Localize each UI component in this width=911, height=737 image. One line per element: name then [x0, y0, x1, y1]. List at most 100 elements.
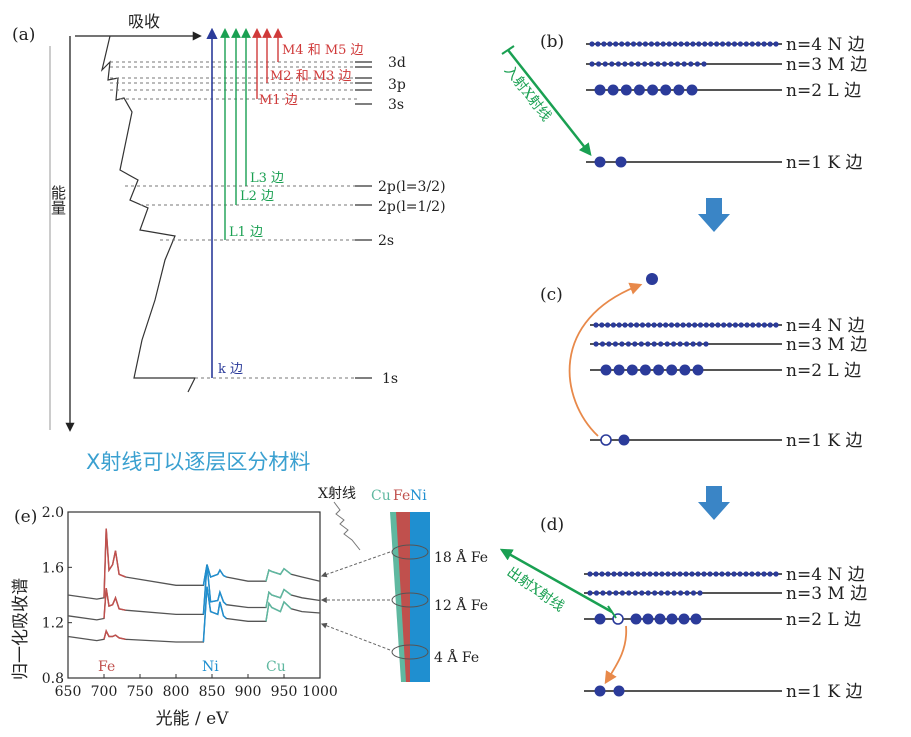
absorption-sawtooth: [100, 35, 196, 393]
edge-labels: M4 和 M5 边 M2 和 M3 边 M1 边 L3 边 L2 边 L1 边 …: [218, 43, 364, 377]
panel-d: (d) n=4 N 边 n=3 M 边 n=2 L 边 n=1 K 边 出射X射…: [499, 515, 867, 702]
electron-n4: [750, 322, 756, 328]
electron-n3: [593, 590, 600, 596]
xray-label: X射线: [318, 486, 356, 502]
electron-n4: [690, 41, 696, 47]
electron-n4: [616, 322, 622, 328]
electron-n4: [665, 571, 671, 577]
electron-n3: [665, 590, 671, 596]
electron-n4: [743, 41, 749, 47]
electron-n4: [756, 322, 762, 328]
level-1s: 1s: [382, 371, 398, 387]
electron-n3: [681, 61, 687, 67]
electron-n4: [617, 571, 623, 577]
fe-region-label: Fe: [98, 659, 115, 675]
panel-c-letter: (c): [540, 285, 563, 305]
shell-electrons-b: [589, 41, 779, 168]
shell-label-c-n3: n=3 M 边: [786, 335, 867, 355]
electron-n2: [620, 84, 632, 96]
electron-n4: [696, 41, 702, 47]
electron-n4: [628, 322, 634, 328]
electron-n4: [731, 41, 738, 47]
electron-n4: [610, 322, 617, 328]
panel-b: (b) n=4 N 边 n=3 M 边 n=2 L 边 n=1 K 边 入射X射…: [501, 32, 867, 232]
electron-n1: [594, 685, 606, 697]
electron-n4: [645, 322, 651, 328]
layer-label-cu: Cu: [371, 488, 391, 504]
electron-n3: [697, 590, 703, 596]
electron-n4: [684, 41, 690, 47]
electron-n4: [749, 571, 755, 577]
electron-n3: [648, 61, 654, 67]
electron-n4: [613, 41, 619, 47]
spectrum-chart: [67, 528, 321, 643]
electron-n4: [647, 571, 653, 577]
electron-n4: [761, 322, 768, 328]
shell-label-b-n3: n=3 M 边: [786, 55, 867, 75]
electron-n4: [635, 571, 641, 577]
electron-n4: [636, 41, 643, 47]
fe-edge-segment: [103, 587, 126, 619]
electron-n4: [680, 322, 686, 328]
electron-n4: [653, 571, 659, 577]
electron-n4: [773, 41, 779, 47]
electron-n4: [697, 322, 704, 328]
electron-n3: [694, 61, 701, 67]
electron-n2: [647, 84, 659, 96]
electron-n4: [660, 41, 666, 47]
level-3d: 3d: [388, 55, 406, 71]
cu-layer: [390, 512, 406, 682]
electron-n3: [684, 590, 690, 596]
x-tick-label: 950: [271, 684, 298, 700]
electron-n4: [641, 571, 647, 577]
electron-n4: [737, 41, 744, 47]
electron-n3: [587, 590, 593, 596]
electron-n4: [743, 571, 749, 577]
electron-n3: [690, 341, 696, 347]
electron-n4: [601, 41, 607, 47]
electron-n4: [726, 322, 733, 328]
electron-n4: [630, 41, 637, 47]
electron-n3: [678, 590, 684, 596]
y-axis-title: 归一化吸收谱: [11, 578, 31, 680]
electron-n3: [593, 341, 599, 347]
electron-n3: [622, 61, 628, 67]
electron-n4: [666, 41, 672, 47]
level-dashes: [110, 61, 360, 379]
electron-n4: [703, 322, 709, 328]
electron-n3: [615, 61, 622, 67]
electron-n4: [767, 322, 773, 328]
electron-n3: [664, 341, 670, 347]
cu-region-label: Cu: [266, 659, 286, 675]
electron-n4: [663, 322, 669, 328]
electron-n2: [666, 613, 678, 625]
electron-n4: [721, 322, 727, 328]
electron-n4: [725, 571, 731, 577]
electron-n4: [668, 322, 675, 328]
k-edge-label: k 边: [218, 362, 243, 377]
probe-ellipse-12: [391, 592, 429, 608]
electron-n3: [612, 341, 619, 347]
electron-n3: [703, 341, 709, 347]
level-ticks: [355, 61, 372, 379]
electron-n4: [689, 571, 695, 577]
electron-n4: [593, 571, 599, 577]
electron-n3: [626, 590, 632, 596]
probe-ellipse-4: [391, 644, 429, 660]
electron-n3: [589, 61, 595, 67]
shell-label-d-n3: n=3 M 边: [786, 584, 867, 604]
probe-ellipse-18: [391, 544, 429, 560]
electron-n4: [725, 41, 732, 47]
electron-n3: [696, 341, 703, 347]
level-3p: 3p: [388, 77, 406, 93]
electron-n4: [773, 571, 779, 577]
electron-n3: [658, 590, 664, 596]
electron-n4: [654, 41, 660, 47]
electron-n2: [690, 613, 702, 625]
electron-n3: [625, 341, 632, 347]
electron-n4: [599, 322, 605, 328]
electron-n4: [678, 41, 684, 47]
y-tick-label: 0.8: [42, 671, 64, 687]
relaxation-path: [604, 625, 628, 685]
